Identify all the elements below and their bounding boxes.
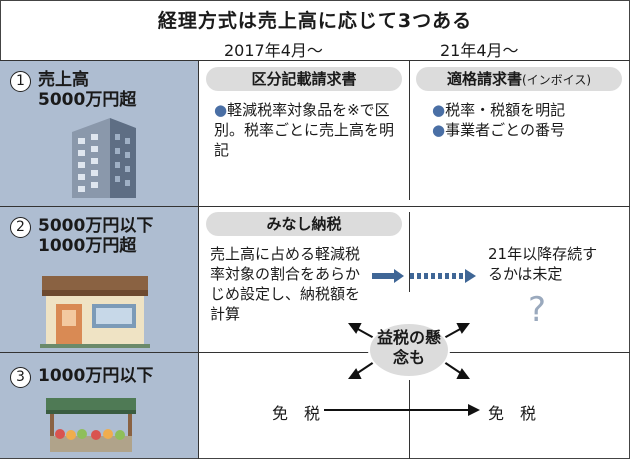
row3-future-text: 免 税 <box>488 404 537 423</box>
row3-label-line1: 1000万円以下 <box>38 366 154 386</box>
row1-future-heading: 適格請求書(インボイス) <box>416 67 622 91</box>
row1-future-heading-note: (インボイス) <box>522 73 592 87</box>
row3-current-text: 免 税 <box>272 404 321 423</box>
row1-label-line1: 売上高 <box>38 70 89 90</box>
row2-current-heading: みなし納税 <box>206 212 402 236</box>
row3-label: 1000万円以下 <box>38 366 153 386</box>
arrow-right-icon <box>372 269 476 283</box>
row1-label: 売上高 5000万円超 <box>38 70 136 110</box>
grid-line-period-divider-middle <box>409 212 410 292</box>
row1-future-heading-text: 適格請求書 <box>446 70 522 88</box>
row2-label: 5000万円以下 1000万円超 <box>38 216 153 256</box>
row1-label-line2: 5000万円超 <box>38 90 137 110</box>
office-building-icon <box>72 118 136 198</box>
question-mark: ? <box>528 290 547 330</box>
row1-future-bullet-2: 事業者ごとの番号 <box>445 121 565 139</box>
grid-line-period-divider-lower <box>409 380 410 459</box>
row2-label-line2: 1000万円超 <box>38 236 137 256</box>
row1-number: 1 <box>10 71 31 92</box>
grid-line-row2 <box>0 352 630 353</box>
row1-future-bullet-1: 税率・税額を明記 <box>445 101 566 119</box>
row2-future-description: 21年以降存続するかは未定 <box>488 245 598 283</box>
period-2021: 21年4月～ <box>440 41 519 60</box>
row1-future-bullets: ●税率・税額を明記 ●事業者ごとの番号 <box>432 100 622 140</box>
bullet-icon: ● <box>432 101 446 119</box>
diagram-title: 経理方式は売上高に応じて3つある <box>157 10 473 32</box>
period-2017: 2017年4月～ <box>224 41 323 60</box>
callout-arrows <box>348 322 470 379</box>
row1-current-description: ●軽減税率対象品を※で区別。税率ごとに売上高を明記 <box>214 100 399 160</box>
grid-line-label-column <box>198 60 199 459</box>
bullet-icon: ● <box>432 121 446 139</box>
grid-line-period-divider-upper <box>409 60 410 200</box>
row3-number: 3 <box>10 367 31 388</box>
callout-text: 益税の懸念も <box>376 328 441 367</box>
shop-icon <box>40 276 150 348</box>
bullet-icon: ● <box>214 101 228 119</box>
grid-line-top <box>0 60 630 61</box>
row2-label-line1: 5000万円以下 <box>38 216 154 236</box>
row1-current-bullet: 軽減税率対象品を※で区別。税率ごとに売上高を明記 <box>214 101 395 159</box>
row2-current-description: 売上高に占める軽減税率対象の割合をあらかじめ設定し、納税額を計算 <box>210 245 361 323</box>
row2-number: 2 <box>10 217 31 238</box>
row1-current-heading: 区分記載請求書 <box>206 67 402 91</box>
grid-line-row1 <box>0 206 630 207</box>
market-stall-icon <box>46 398 136 452</box>
row3-arrow-icon <box>324 404 480 416</box>
